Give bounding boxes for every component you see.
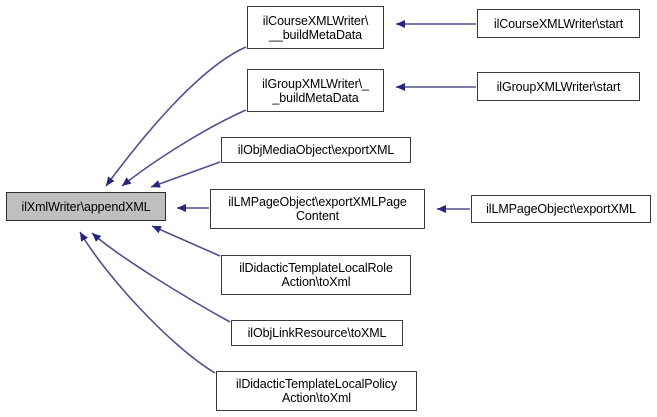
node-label: ilLMPageObject\exportXMLPage Content	[228, 195, 407, 223]
edge-didactic-localrole-to-appendxml	[151, 225, 221, 257]
node-ildidactictemplatelocalroleaction-toxml[interactable]: ilDidacticTemplateLocalRole Action\toXml	[221, 255, 411, 295]
edge-didactic-localpolicy-to-appendxml	[79, 231, 216, 374]
edge-course-buildmeta-to-appendxml	[105, 46, 247, 187]
node-illmpageobject-exportxmlpagecontent[interactable]: ilLMPageObject\exportXMLPage Content	[210, 189, 425, 229]
node-label: ilDidacticTemplateLocalRole Action\toXml	[239, 261, 393, 289]
node-illmpageobject-exportxml[interactable]: ilLMPageObject\exportXML	[471, 195, 651, 223]
edge-linkresource-to-appendxml	[91, 232, 231, 323]
node-ilgroupxmlwriter-start[interactable]: ilGroupXMLWriter\start	[477, 72, 640, 101]
node-ilgroupxmlwriter-buildmetadata[interactable]: ilGroupXMLWriter\_ _buildMetaData	[247, 69, 384, 112]
node-label: ilObjLinkResource\toXML	[247, 326, 387, 340]
node-ilobjlinkresource-toxml[interactable]: ilObjLinkResource\toXML	[231, 320, 403, 346]
node-label: ilLMPageObject\exportXML	[486, 202, 636, 216]
node-label: ilCourseXMLWriter\ __buildMetaData	[262, 13, 369, 42]
node-ilcoursexmlwriter-buildmetadata[interactable]: ilCourseXMLWriter\ __buildMetaData	[247, 6, 384, 49]
node-ilxmlwriter-appendxml[interactable]: ilXmlWriter\appendXML	[6, 192, 166, 221]
node-label: ilDidacticTemplateLocalPolicy Action\toX…	[235, 377, 398, 405]
node-ildidactictemplatelocalpolicyaction-toxml[interactable]: ilDidacticTemplateLocalPolicy Action\toX…	[216, 371, 417, 411]
node-ilobjmediaobject-exportxml[interactable]: ilObjMediaObject\exportXML	[221, 137, 411, 163]
node-label: ilXmlWriter\appendXML	[21, 199, 151, 214]
node-label: ilObjMediaObject\exportXML	[237, 143, 395, 157]
node-label: ilGroupXMLWriter\_ _buildMetaData	[262, 76, 369, 105]
node-label: ilCourseXMLWriter\start	[493, 16, 624, 31]
node-label: ilGroupXMLWriter\start	[496, 79, 621, 94]
edge-mediaobject-to-appendxml	[150, 161, 221, 188]
node-ilcoursexmlwriter-start[interactable]: ilCourseXMLWriter\start	[477, 9, 640, 38]
